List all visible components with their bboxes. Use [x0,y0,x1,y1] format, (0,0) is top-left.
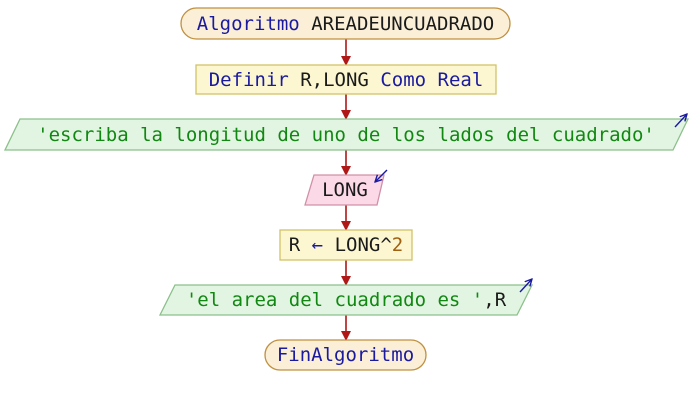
define-keyword: Definir [209,69,289,91]
define-label: Definir R,LONG Como Real [209,69,484,91]
write2-var: R [495,289,507,311]
write1-shape [3,118,690,151]
assign-node[interactable]: R ← LONG^2 [279,229,413,261]
assign-arrow-icon: ← [312,234,323,256]
end-node[interactable]: FinAlgoritmo [264,339,427,371]
write2-label: 'el area del cuadrado es ',R [186,289,507,311]
assign-target: R [289,234,301,256]
end-label: FinAlgoritmo [277,344,414,366]
write-node-prompt[interactable]: 'escriba la longitud de uno de los lados… [3,114,690,151]
define-shape [195,64,497,95]
assign-exponent: 2 [392,234,403,256]
algorithm-name: AREADEUNCUADRADO [311,13,494,35]
write1-text: 'escriba la longitud de uno de los lados… [37,124,655,146]
read-var: LONG [322,179,368,201]
define-type: Real [438,69,484,91]
start-label: Algoritmo AREADEUNCUADRADO [197,13,494,35]
end-keyword: FinAlgoritmo [277,344,414,366]
define-vars: R,LONG [300,69,369,91]
write1-label: 'escriba la longitud de uno de los lados… [37,124,655,146]
assign-expr-var: LONG [335,234,381,256]
start-keyword: Algoritmo [197,13,300,35]
read-label: LONG [322,179,368,201]
assign-label: R ← LONG^2 [289,234,403,256]
end-shape [264,339,427,371]
output-arrow-icon [519,279,532,293]
output-arrow-icon [674,114,687,128]
assign-shape [279,229,413,261]
write-node-result[interactable]: 'el area del cuadrado es ',R [158,279,534,316]
define-como: Como [380,69,426,91]
write2-shape [158,284,534,316]
read-node[interactable]: LONG [304,169,388,206]
assign-operator: ^ [380,234,391,256]
write2-comma: , [483,289,494,311]
input-arrow-icon [375,169,388,182]
write2-text: 'el area del cuadrado es ' [186,289,483,311]
read-shape [304,174,385,206]
start-shape [180,7,511,40]
start-node[interactable]: Algoritmo AREADEUNCUADRADO [180,7,511,40]
define-node[interactable]: Definir R,LONG Como Real [195,64,497,95]
